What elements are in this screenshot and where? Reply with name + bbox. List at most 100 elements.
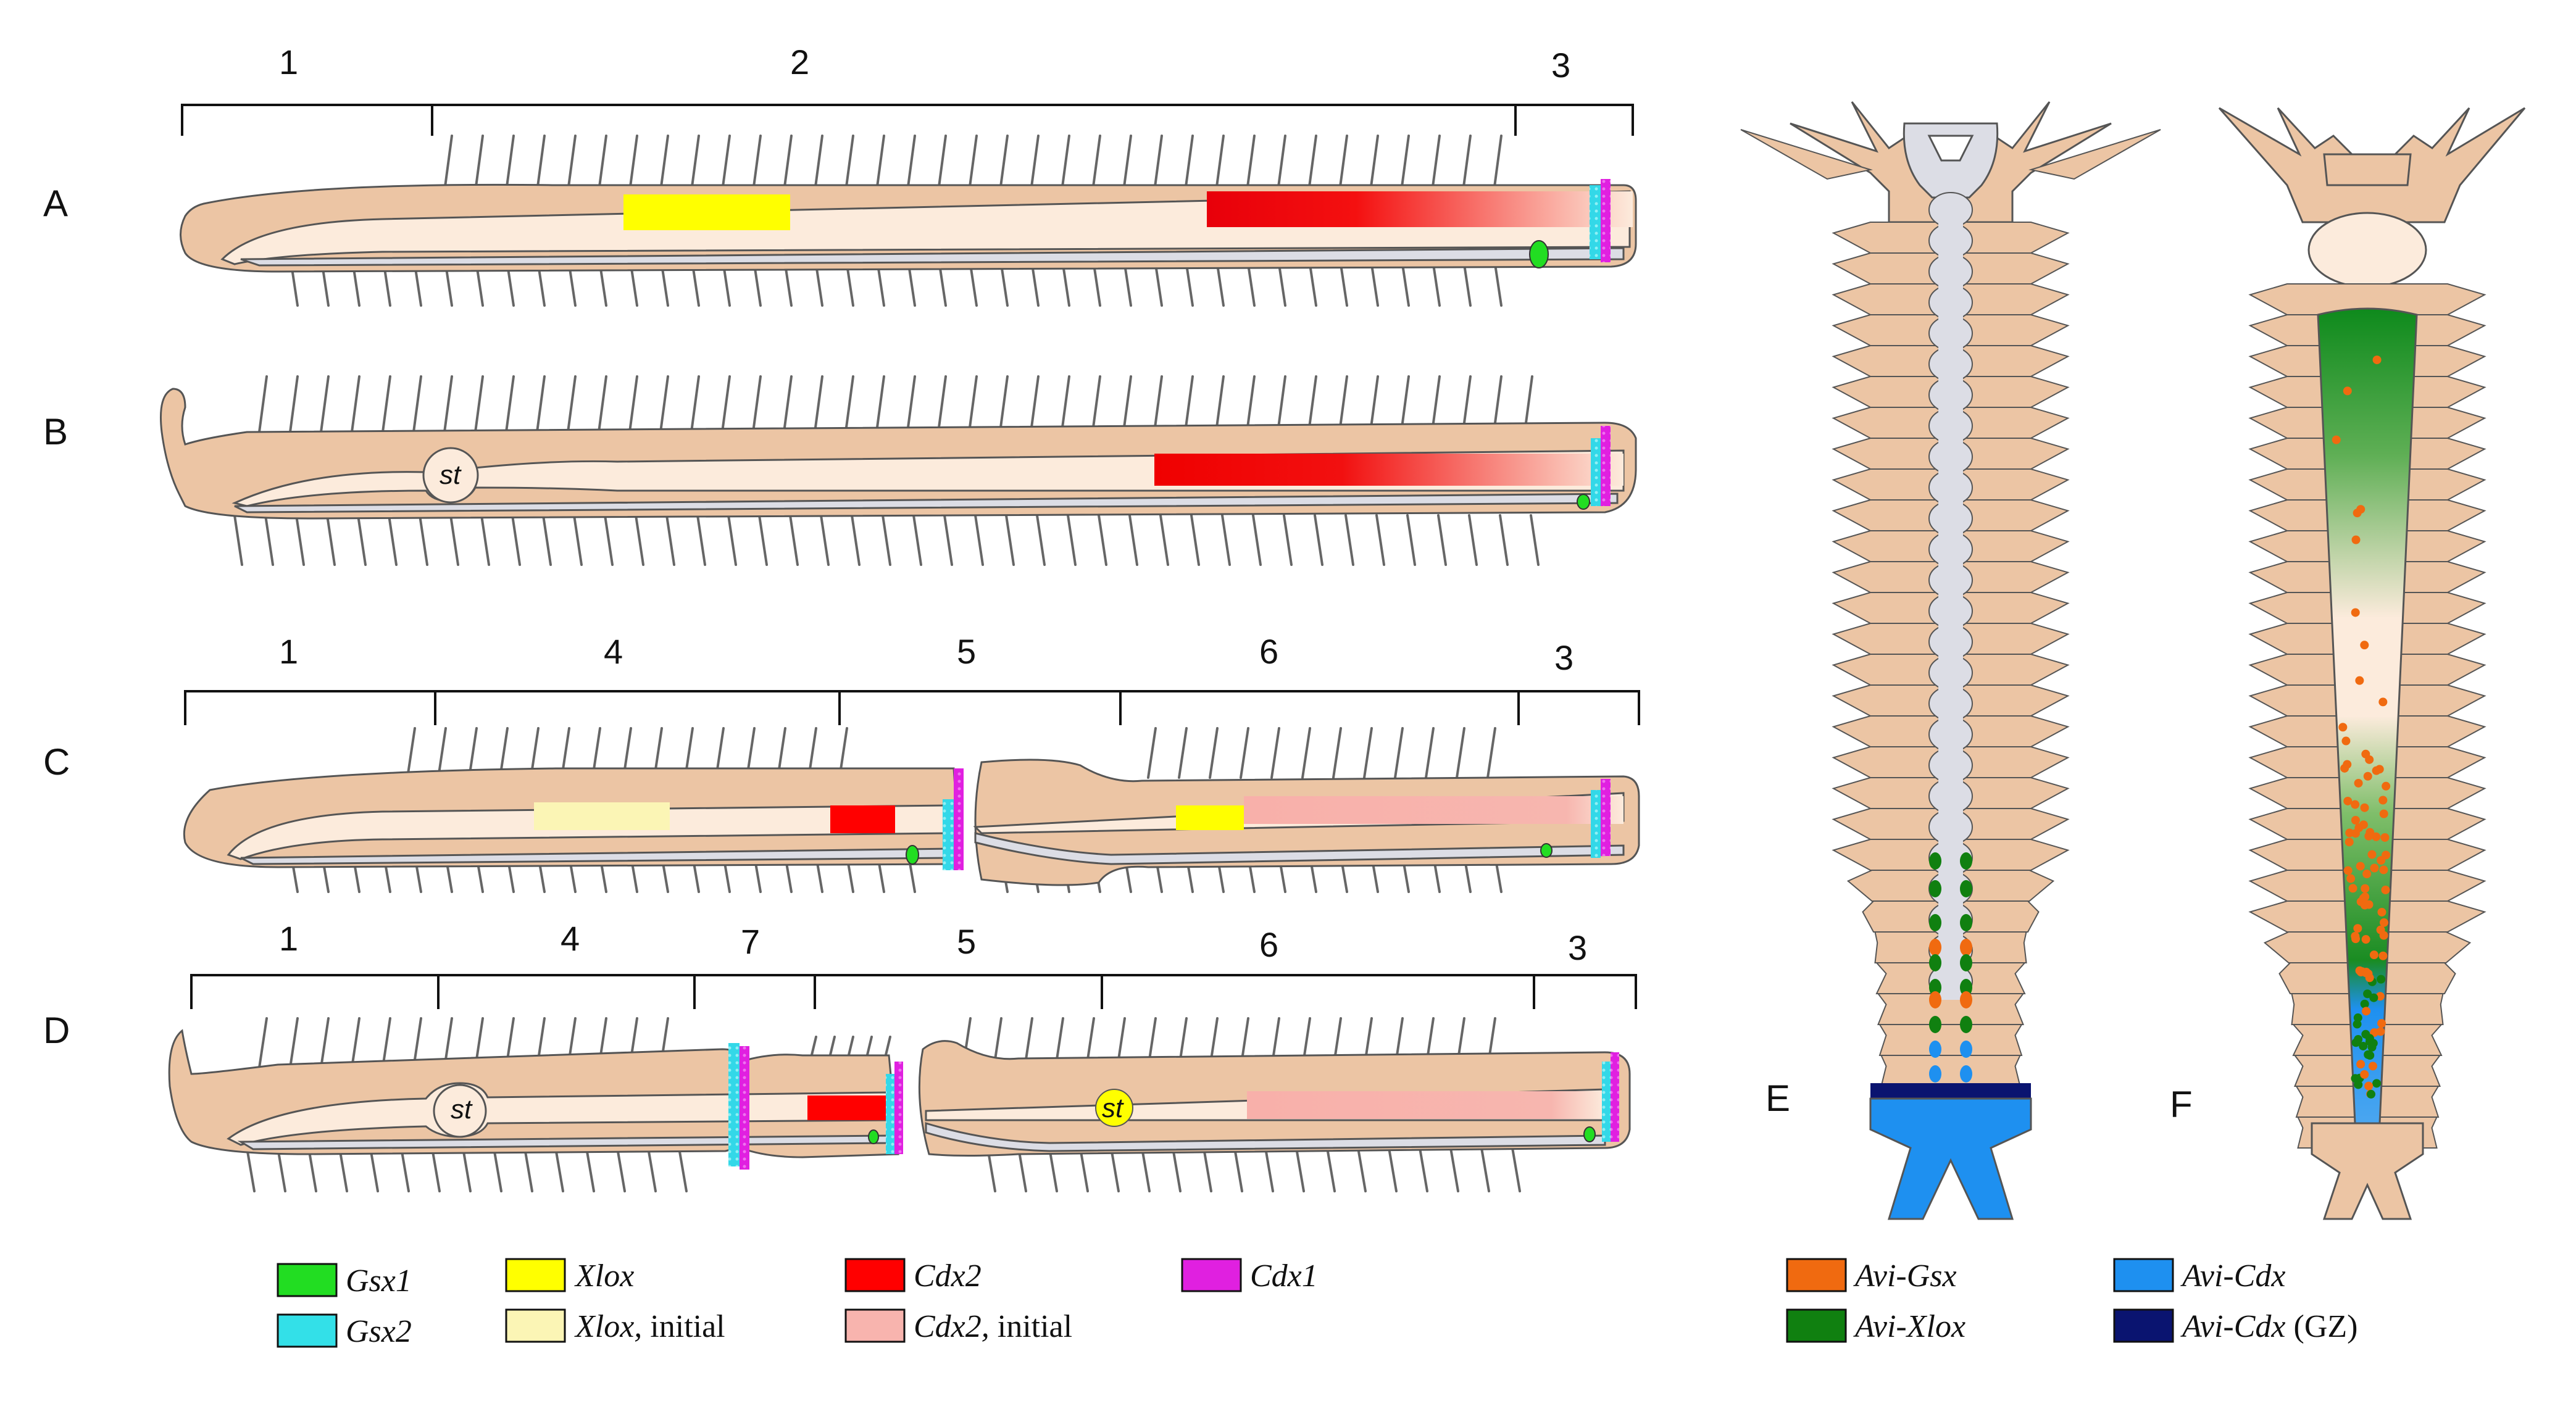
avi-gsx-dot — [2379, 865, 2388, 875]
region-label-6: 6 — [1259, 925, 1278, 964]
avi-gsx-dot — [2354, 778, 2363, 788]
legend-swatch-xlox — [505, 1258, 566, 1292]
legend-swatch-avi-cdx — [2113, 1258, 2174, 1292]
chaeta — [1295, 1147, 1305, 1192]
avi-gsx-dot — [2382, 781, 2391, 791]
region-label-6: 6 — [1259, 632, 1278, 671]
chaeta — [1215, 135, 1225, 193]
avi-gsx-dot — [2346, 874, 2356, 883]
avi-gsx-dot — [2372, 1079, 2382, 1088]
growth-zone — [1870, 1083, 2031, 1099]
avi-gsx-dot — [2354, 1034, 2363, 1044]
stomach — [433, 1084, 487, 1138]
chaeta — [820, 514, 830, 566]
chaeta — [449, 514, 459, 566]
worm-d — [168, 1017, 1631, 1192]
region-label-4: 4 — [604, 632, 623, 671]
chaeta — [1270, 727, 1280, 779]
chaeta — [604, 514, 614, 566]
worm-f — [2218, 107, 2526, 1220]
chaeta — [1314, 514, 1323, 566]
cdx2-expression — [1154, 454, 1624, 486]
stomach-label-d1: st — [451, 1094, 473, 1125]
chaeta — [369, 1147, 379, 1192]
avi-gsx-dot — [2343, 796, 2353, 805]
gsx2-expression — [1590, 185, 1601, 259]
avi-xlox-dot — [1960, 914, 1972, 931]
cdx1-expression — [1601, 779, 1611, 856]
panel-label-e: E — [1765, 1078, 1790, 1119]
chaeta — [1511, 1147, 1521, 1192]
chaeta — [554, 1147, 564, 1192]
region-label-3: 3 — [1551, 46, 1570, 85]
chaeta — [1338, 135, 1348, 193]
avi-cdx-dot — [1929, 1065, 1941, 1083]
avi-xlox-dot — [1960, 1016, 1972, 1033]
chaeta — [264, 514, 274, 566]
avi-gsx-dot — [2378, 951, 2388, 960]
avi-xlox-dot — [1960, 852, 1972, 870]
gsx2-expression — [1591, 438, 1601, 506]
chaeta — [690, 135, 700, 193]
chaeta — [690, 375, 700, 433]
cdx1-expression — [1601, 179, 1611, 262]
avi-gsx-dot — [2353, 1020, 2362, 1029]
chaeta — [1449, 1147, 1459, 1192]
legend-left: Gsx1 Gsx2 Xlox Xlox, initial Cdx2 Cdx2, … — [277, 1258, 1318, 1349]
chaeta — [1462, 375, 1472, 433]
avi-gsx-dot — [2353, 924, 2362, 933]
segment — [1878, 1024, 2023, 1056]
chaeta — [1030, 135, 1040, 193]
chaeta — [357, 514, 367, 566]
chaeta — [1431, 375, 1441, 433]
chaeta — [616, 1147, 626, 1192]
avi-gsx-dot — [2369, 993, 2378, 1002]
chaeta — [474, 135, 484, 193]
chaeta — [1431, 135, 1441, 193]
chaeta — [505, 375, 515, 433]
region-label-3: 3 — [1568, 928, 1587, 967]
chaeta — [758, 514, 768, 566]
avi-gsx-dot — [2361, 1029, 2370, 1039]
xlox-expression — [623, 194, 790, 230]
chaeta — [1419, 1147, 1428, 1192]
legend-label-avi-cdx: Avi-Cdx — [2180, 1258, 2286, 1294]
chaeta — [1079, 1147, 1089, 1192]
chaeta — [665, 514, 675, 566]
chaeta — [536, 375, 546, 433]
panel-label-a: A — [43, 183, 68, 224]
avi-gsx-dot — [2380, 918, 2389, 927]
chaeta — [258, 375, 268, 433]
chaeta — [659, 375, 669, 433]
chaeta — [1128, 514, 1138, 566]
chaeta — [1394, 727, 1404, 779]
chaeta — [412, 375, 422, 433]
region-label-2: 2 — [790, 43, 809, 81]
chaeta — [1252, 514, 1262, 566]
gsx1-expression — [1583, 1126, 1596, 1142]
chaeta — [1061, 135, 1070, 193]
chaeta — [628, 135, 638, 193]
chaeta — [320, 1017, 330, 1069]
avi-xlox-dot — [1929, 852, 1941, 870]
chaeta — [381, 1017, 391, 1069]
chaeta — [1307, 375, 1317, 433]
chaeta — [814, 375, 823, 433]
avi-cdx-dot — [1960, 1041, 1972, 1058]
chaeta — [246, 1147, 256, 1192]
avi-gsx-dot — [2379, 809, 2388, 818]
legend-label-cdx2-initial: Cdx2, initial — [914, 1309, 1072, 1344]
avi-xlox-dot — [1929, 979, 1941, 996]
chaeta — [289, 375, 299, 433]
chaeta — [1499, 514, 1509, 566]
chaeta — [400, 1147, 410, 1192]
chaeta — [1122, 375, 1132, 433]
chaeta — [1400, 375, 1410, 433]
worm-b — [159, 375, 1637, 566]
cdx1-expression — [1601, 426, 1611, 506]
avi-gsx-dot — [2362, 870, 2372, 879]
legend-swatch-gsx1 — [277, 1263, 338, 1297]
pygidium — [1869, 1097, 2032, 1220]
chaeta — [1283, 514, 1293, 566]
chaeta — [1017, 1147, 1027, 1192]
